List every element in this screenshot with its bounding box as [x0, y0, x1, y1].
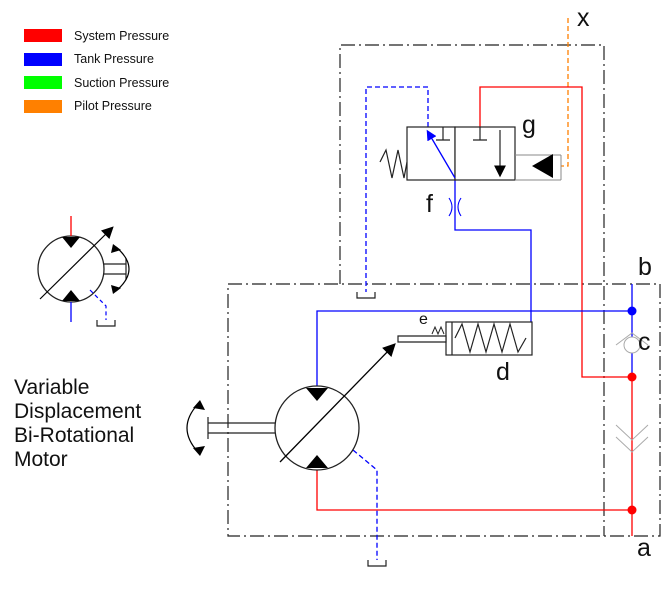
- label-d: d: [496, 358, 510, 386]
- legend-label-pilot: Pilot Pressure: [74, 99, 152, 114]
- caption-line-1: Variable: [14, 376, 90, 399]
- label-e: e: [419, 311, 428, 328]
- tank-drain-valve: [365, 86, 429, 292]
- servo-spring: [454, 321, 527, 355]
- motor-triangle-bottom: [306, 455, 328, 468]
- small-rotation-arrowhead-bottom: [111, 285, 121, 294]
- small-rotation-arrow-icon: [115, 246, 130, 292]
- junction-b: [627, 306, 637, 316]
- small-motor-tank-symbol: [96, 320, 116, 327]
- small-motor-drain: [89, 289, 107, 320]
- tank-line-servo: [454, 180, 532, 322]
- valve-blocked-port: [436, 127, 450, 141]
- small-motor-shaft: [104, 258, 127, 280]
- pilot-triangle-icon: [532, 154, 553, 178]
- junction-a: [627, 505, 637, 515]
- label-b: b: [638, 253, 652, 281]
- system-line-upper: [479, 86, 632, 378]
- legend-item-pilot: Pilot Pressure: [24, 95, 169, 119]
- system-line-lower: [316, 470, 632, 511]
- legend-label-tank: Tank Pressure: [74, 52, 154, 67]
- legend-swatch-tank: [24, 52, 62, 66]
- label-a: a: [637, 534, 651, 562]
- pilot-line: [561, 18, 569, 167]
- caption-line-4: Motor: [14, 448, 68, 471]
- legend-swatch-suction: [24, 76, 62, 90]
- label-c: c: [638, 328, 651, 356]
- spring-e: [431, 325, 445, 336]
- caption-line-2: Displacement: [14, 400, 142, 423]
- check-valve-c-seat: [615, 332, 649, 346]
- legend-swatch-pilot: [24, 99, 62, 113]
- pilot-actuator: [515, 154, 562, 181]
- tank-drain-motor: [352, 449, 378, 560]
- legend-swatch-system: [24, 29, 62, 43]
- servo-rod: [397, 335, 447, 343]
- small-motor-triangle-top: [62, 237, 80, 248]
- valve-left-position: [406, 126, 456, 181]
- small-motor-triangle-bottom: [62, 290, 80, 301]
- legend: System Pressure Tank Pressure Suction Pr…: [24, 24, 169, 118]
- check-valve-lower: [615, 424, 649, 453]
- legend-label-suction: Suction Pressure: [74, 75, 170, 90]
- valve-flow-arrow: [426, 129, 456, 179]
- tank-symbol-motor: [367, 560, 387, 567]
- tank-line-main: [316, 310, 632, 388]
- valve-spring: [379, 148, 408, 179]
- valve-right-position: [454, 126, 516, 181]
- small-motor-variable-arrow: [39, 226, 114, 300]
- main-motor-circle: [274, 385, 360, 471]
- legend-label-system: System Pressure: [74, 28, 170, 43]
- caption-line-3: Bi-Rotational: [14, 424, 135, 447]
- legend-item-tank: Tank Pressure: [24, 48, 169, 72]
- motor-caption: Variable Displacement Bi-Rotational Moto…: [14, 376, 141, 472]
- rotation-arrowhead-bottom: [193, 446, 205, 456]
- rotation-arrow-icon: [186, 403, 199, 453]
- legend-item-suction: Suction Pressure: [24, 71, 169, 95]
- small-rotation-arrowhead-top: [111, 244, 121, 253]
- motor-housing-frame: [227, 283, 661, 537]
- tank-symbol-valve: [356, 292, 376, 299]
- motor-shaft: [207, 417, 275, 439]
- label-f: f: [426, 190, 433, 218]
- valve-blocked-port-right: [473, 127, 487, 141]
- rotation-arrowhead-top: [193, 400, 205, 410]
- orifice-f-icon: [448, 197, 462, 217]
- label-x: x: [577, 4, 590, 32]
- motor-triangle-top: [306, 388, 328, 401]
- label-g: g: [522, 111, 536, 139]
- control-housing-frame: [339, 44, 605, 536]
- motor-variable-arrow: [279, 343, 396, 463]
- legend-item-system: System Pressure: [24, 24, 169, 48]
- check-valve-c-ball: [623, 336, 641, 354]
- junction-upper-red: [627, 372, 637, 382]
